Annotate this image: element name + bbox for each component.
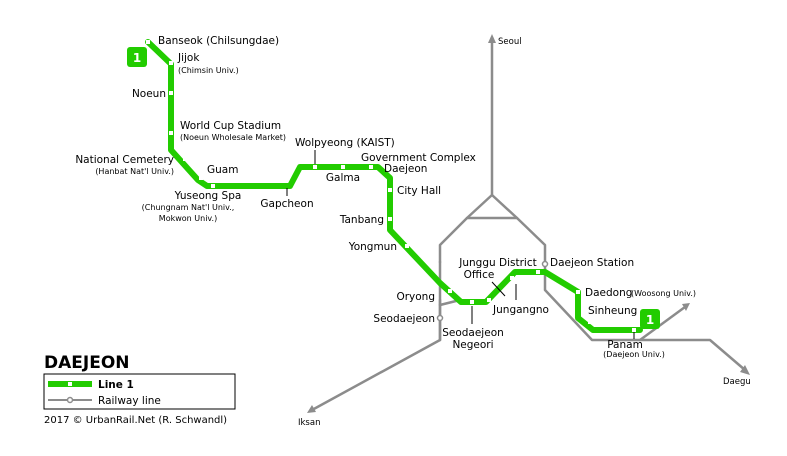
label-daedong-sub: (Woosong Univ.) (631, 289, 696, 298)
label-junggu-1: Junggu District (458, 257, 536, 269)
railway-northeast-branch (638, 305, 687, 342)
railway-network (310, 40, 747, 412)
label-seodaejeon: Seodaejeon (373, 313, 435, 325)
station-marker-oryong[interactable] (448, 289, 452, 293)
rail-station-seodaejeon[interactable] (436, 314, 444, 322)
station-marker-sinheung[interactable] (588, 320, 592, 324)
station-marker-jijok[interactable] (169, 61, 173, 65)
railway-east (543, 260, 747, 372)
arrow-seoul (488, 34, 496, 43)
label-world-cup: World Cup Stadium (180, 120, 281, 132)
station-marker-wolpyeong[interactable] (313, 165, 317, 169)
arrow-northeast (682, 303, 690, 311)
label-leaders (286, 150, 635, 339)
map-credit: 2017 © UrbanRail.Net (R. Schwandl) (44, 415, 227, 426)
railway-to-iksan (310, 260, 442, 412)
station-marker-gov-complex[interactable] (369, 165, 373, 169)
line-1-route (145, 39, 643, 333)
line-badge-east: 1 (640, 309, 660, 329)
label-daejeon-station: Daejeon Station (550, 257, 634, 269)
railway-arrows (307, 34, 750, 413)
station-marker-panam[interactable] (632, 328, 636, 332)
label-oryong: Oryong (396, 291, 435, 303)
legend-railway-station (66, 396, 74, 404)
label-yuseong: Yuseong Spa (174, 190, 242, 202)
label-wolpyeong: Wolpyeong (KAIST) (295, 137, 395, 149)
label-tanbang: Tanbang (339, 214, 384, 226)
label-gov-complex-2: Daejeon (384, 163, 427, 175)
label-daedong: Daedong (585, 287, 632, 299)
station-markers (146, 40, 636, 332)
station-marker-yuseong[interactable] (211, 184, 215, 188)
station-marker-guam[interactable] (199, 176, 203, 180)
map-title: DAEJEON (44, 353, 130, 373)
line-badge-west-label: 1 (133, 51, 141, 65)
railway-stations (436, 260, 549, 322)
station-marker-tanbang[interactable] (388, 217, 392, 221)
railway-triangle (438, 193, 547, 264)
station-marker-gapcheon[interactable] (283, 179, 287, 183)
label-yuseong-sub2: Mokwon Univ.) (159, 214, 217, 223)
label-seodaejeon-negeori-2: Negeori (452, 339, 493, 351)
label-gapcheon: Gapcheon (260, 198, 313, 210)
label-sinheung: Sinheung (588, 305, 637, 317)
label-city-hall: City Hall (397, 185, 441, 197)
station-marker-junggu[interactable] (487, 298, 491, 302)
station-marker-noeun[interactable] (169, 91, 173, 95)
station-marker-jungangno[interactable] (510, 276, 514, 280)
label-panam-sub: (Daejeon Univ.) (603, 350, 665, 359)
station-marker-national-cemetery[interactable] (183, 157, 187, 161)
label-daegu: Daegu (723, 377, 751, 387)
label-jijok: Jijok (177, 52, 200, 64)
label-seodaejeon-negeori-1: Seodaejeon (442, 327, 504, 339)
label-world-cup-sub: (Noeun Wholesale Market) (180, 133, 286, 142)
label-iksan: Iksan (298, 418, 320, 428)
label-yuseong-sub1: (Chungnam Nat'l Univ., (142, 203, 235, 212)
label-seoul: Seoul (498, 37, 522, 47)
legend-box (43, 373, 236, 410)
station-marker-daejeon-station[interactable] (536, 270, 540, 274)
line-badge-west: 1 (127, 47, 147, 67)
label-jijok-sub: (Chimsin Univ.) (178, 66, 239, 75)
label-jungangno: Jungangno (492, 304, 549, 316)
label-panam: Panam (607, 339, 643, 351)
station-labels: Banseok (Chilsungdae) Jijok (Chimsin Uni… (75, 35, 696, 359)
line-badge-east-label: 1 (646, 313, 654, 327)
legend-railway-label: Railway line (98, 395, 161, 407)
leader-junggu (491, 281, 506, 297)
label-noeun: Noeun (132, 88, 166, 100)
station-marker-yongmun[interactable] (405, 244, 409, 248)
station-marker-seodaejeon-negeori[interactable] (470, 300, 474, 304)
label-national-cemetery: National Cemetery (75, 154, 174, 166)
label-yongmun: Yongmun (348, 241, 397, 253)
destination-labels: Seoul Daegu Iksan (298, 37, 751, 428)
label-gov-complex-1: Government Complex (361, 152, 476, 164)
legend-line1-label: Line 1 (98, 379, 134, 391)
label-galma: Galma (326, 172, 360, 184)
label-guam: Guam (207, 164, 238, 176)
station-marker-galma[interactable] (341, 165, 345, 169)
station-marker-banseok[interactable] (146, 40, 150, 44)
station-marker-city-hall[interactable] (388, 188, 392, 192)
arrow-daegu (740, 365, 750, 375)
label-national-cemetery-sub: (Hanbat Nat'l Univ.) (95, 167, 174, 176)
legend: Line 1 Railway line (43, 373, 236, 410)
station-marker-world-cup[interactable] (169, 131, 173, 135)
label-junggu-2: Office (464, 269, 495, 281)
legend-line1-tick (68, 382, 72, 386)
label-banseok: Banseok (Chilsungdae) (158, 35, 279, 47)
rail-station-daejeon[interactable] (541, 260, 549, 268)
arrow-iksan (307, 405, 316, 413)
station-marker-daedong[interactable] (576, 290, 580, 294)
